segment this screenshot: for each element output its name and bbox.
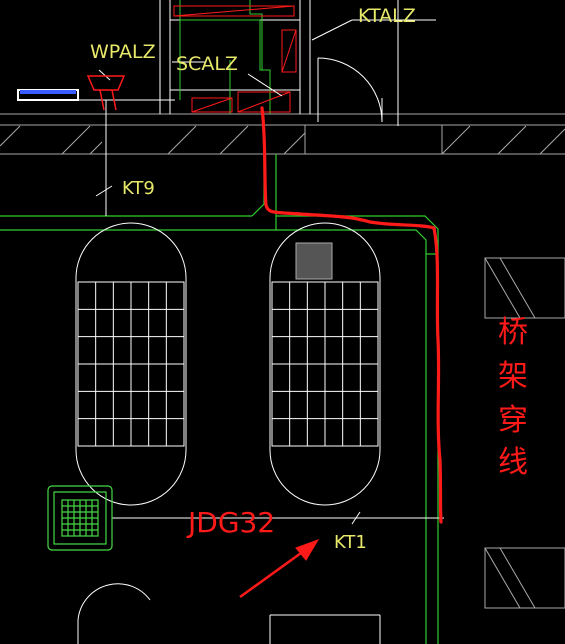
label-jdg32: JDG32 <box>186 506 275 539</box>
door-swing <box>317 0 399 126</box>
room-grids <box>78 282 378 446</box>
annotation-char-1: 桥 <box>498 315 528 350</box>
shaft-green-frame <box>179 0 271 114</box>
annotation-char-4: 线 <box>498 445 528 480</box>
labels: KTALZ WPALZ SCALZ KT9 KT1 JDG32 桥 架 穿 线 <box>90 5 528 553</box>
label-ktalz: KTALZ <box>358 5 416 27</box>
label-wpalz: WPALZ <box>90 41 156 63</box>
upper-wall-band <box>0 113 565 155</box>
annotation-char-3: 穿 <box>498 403 528 438</box>
fan-coil-unit <box>47 485 113 551</box>
label-scalz: SCALZ <box>176 53 238 75</box>
label-kt9: KT9 <box>122 178 155 199</box>
label-kt1: KT1 <box>334 532 367 553</box>
equipment-fixture <box>17 75 175 111</box>
cable-tray <box>0 154 439 644</box>
column-block <box>295 242 333 280</box>
right-wall-hatch <box>484 257 565 609</box>
red-arrow <box>239 539 320 599</box>
annotation-char-2: 架 <box>498 359 528 394</box>
label-leaders <box>98 19 436 97</box>
room-bottom <box>77 583 381 644</box>
cable-route-annotation <box>260 106 443 524</box>
wiring-lines <box>95 100 444 525</box>
